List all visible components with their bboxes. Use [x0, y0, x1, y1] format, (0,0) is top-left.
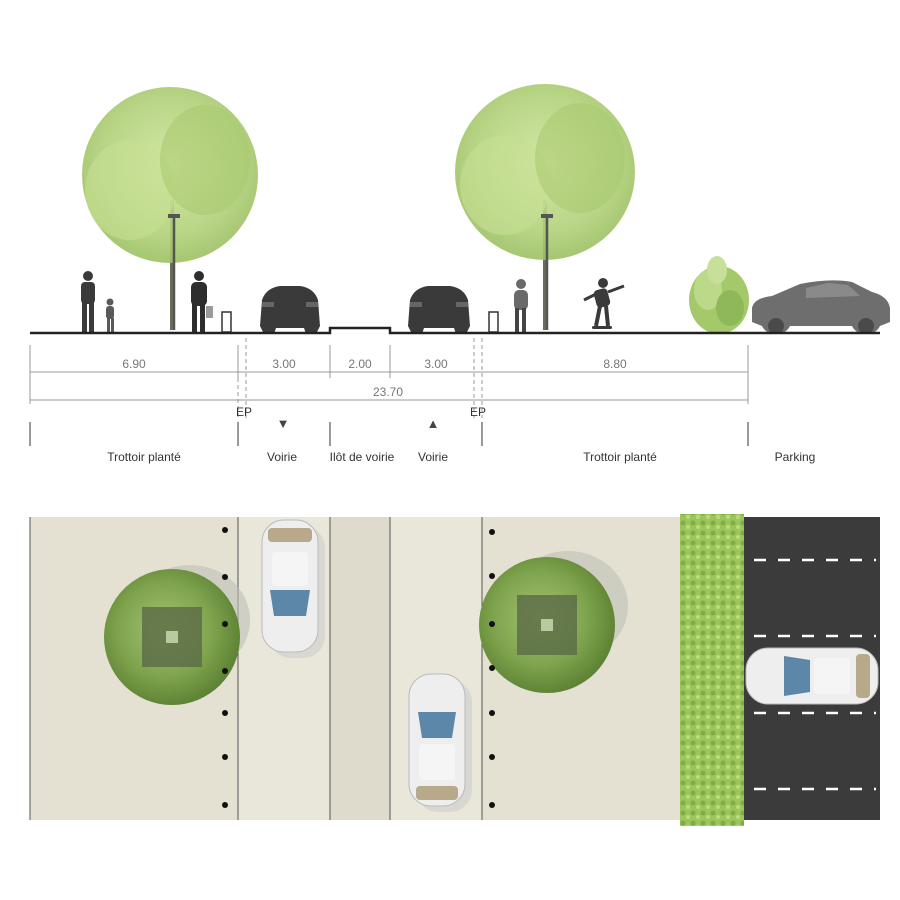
pedestrian-icon — [514, 279, 528, 332]
island-plan — [330, 517, 390, 820]
zone-separators — [29, 422, 749, 446]
car-icon — [260, 286, 320, 334]
dim-lane-left: 3.00 — [272, 357, 296, 371]
dim-total: 23.70 — [372, 385, 404, 399]
hedge-plan — [680, 514, 744, 826]
bollard-icon — [221, 311, 232, 333]
lamp-post-icon — [541, 214, 553, 330]
zone-label-sidewalk-right: Trottoir planté — [583, 450, 657, 464]
car-icon — [408, 673, 472, 812]
skater-icon — [583, 278, 625, 329]
tree-icon — [104, 565, 250, 705]
dim-lane-right: 3.00 — [424, 357, 448, 371]
car-icon — [745, 647, 879, 705]
lamp-post-icon — [168, 214, 180, 330]
tree-icon — [82, 87, 258, 330]
zone-label-lane-left: Voirie — [266, 450, 298, 464]
ground-line — [30, 326, 880, 335]
parking-markings — [754, 558, 876, 791]
pedestrian-icon — [81, 271, 95, 332]
direction-arrow-up-icon: ▲ — [426, 416, 440, 431]
zone-label-parking: Parking — [774, 450, 816, 464]
tree-icon — [455, 84, 635, 330]
ep-left-label: EP — [236, 405, 253, 419]
car-icon — [261, 519, 325, 658]
dim-island: 2.00 — [348, 357, 372, 371]
zone-label-lane-right: Voirie — [417, 450, 449, 464]
pedestrian-icon — [191, 271, 213, 332]
dim-sidewalk-left: 6.90 — [122, 357, 146, 371]
ep-right-label: EP — [470, 405, 487, 419]
bollard-dots — [222, 527, 495, 808]
direction-arrow-down-icon: ▼ — [276, 416, 290, 431]
zone-label-sidewalk-left: Trottoir planté — [107, 450, 181, 464]
shrub-icon — [689, 256, 749, 334]
plan-view — [29, 514, 880, 826]
tree-icon — [479, 551, 628, 693]
zone-label-island: Ilôt de voirie — [329, 450, 395, 464]
bollard-icon — [488, 311, 499, 333]
dimension-lines — [29, 338, 749, 418]
pedestrian-icon — [106, 298, 114, 332]
dim-sidewalk-right: 8.80 — [603, 357, 627, 371]
car-icon — [752, 280, 890, 334]
car-icon — [408, 286, 470, 334]
